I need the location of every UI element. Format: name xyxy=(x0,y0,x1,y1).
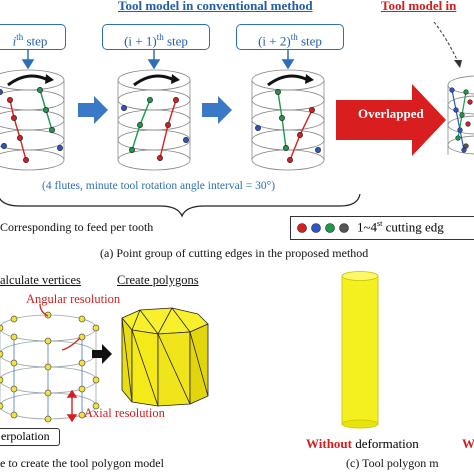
feed-brace xyxy=(0,193,361,218)
create-polygons-title: Create polygons xyxy=(117,273,199,287)
legend-text: 1~4st cutting edg xyxy=(357,219,444,235)
step-i-plus-1-box: (i + 1)th step xyxy=(102,24,210,50)
overlapped-point-cloud xyxy=(447,75,474,155)
panel-c-graphics xyxy=(341,271,379,429)
overlapped-arrow xyxy=(336,84,446,156)
proposed-method-title: Tool model in xyxy=(381,0,457,13)
without-deformation-label: Without deformation xyxy=(306,436,419,451)
legend-blue-marker xyxy=(311,223,321,233)
panel-a-graphics xyxy=(0,21,474,218)
vertex-points xyxy=(0,311,100,423)
step-i-plus-2-box: (i + 2)th step xyxy=(236,24,344,50)
axial-resolution-label: Axial resolution xyxy=(84,406,165,420)
conventional-method-title: Tool model in conventional method xyxy=(118,0,313,13)
legend-markers xyxy=(297,223,349,233)
down-arrow-1 xyxy=(21,50,35,70)
undeformed-cylinder xyxy=(341,271,379,429)
caption-b: e to create the tool polygon model xyxy=(0,456,164,470)
tool-point-cloud-2 xyxy=(117,69,191,171)
with-deformation-label: W xyxy=(462,436,474,451)
tool-point-cloud-1 xyxy=(0,69,65,171)
angular-resolution-label: Angular resolution xyxy=(26,292,121,306)
down-arrow-3 xyxy=(281,50,295,70)
legend-green-marker xyxy=(325,223,335,233)
overlapped-label: Overlapped xyxy=(358,106,424,121)
legend-red-marker xyxy=(297,223,307,233)
caption-c: (c) Tool polygon m xyxy=(346,456,439,470)
down-arrow-2 xyxy=(147,50,161,70)
polygon-model xyxy=(121,307,209,407)
legend-gray-marker xyxy=(339,223,349,233)
step-arrow-2 xyxy=(202,96,232,124)
panel-b-graphics xyxy=(0,303,209,423)
step-arrow-1 xyxy=(78,96,108,124)
interpolation-box: erpolation xyxy=(0,428,60,446)
tool-point-cloud-3 xyxy=(251,69,325,171)
caption-a: (a) Point group of cutting edges in the … xyxy=(100,246,369,260)
flutes-note: (4 flutes, minute tool rotation angle in… xyxy=(42,180,276,192)
proposed-dashed-arrow xyxy=(433,21,459,63)
axial-resolution-arrow xyxy=(66,389,78,423)
angular-resolution-arrow xyxy=(39,303,81,351)
calc-vertices-title: alculate vertices xyxy=(0,273,81,287)
step-i-box: ith step xyxy=(0,24,66,50)
cutting-edge-legend: 1~4st cutting edg xyxy=(290,216,474,240)
feed-per-tooth-label: Corresponding to feed per tooth xyxy=(0,220,154,234)
to-polygon-arrow xyxy=(92,344,112,364)
interpolation-label: erpolation xyxy=(1,429,50,443)
